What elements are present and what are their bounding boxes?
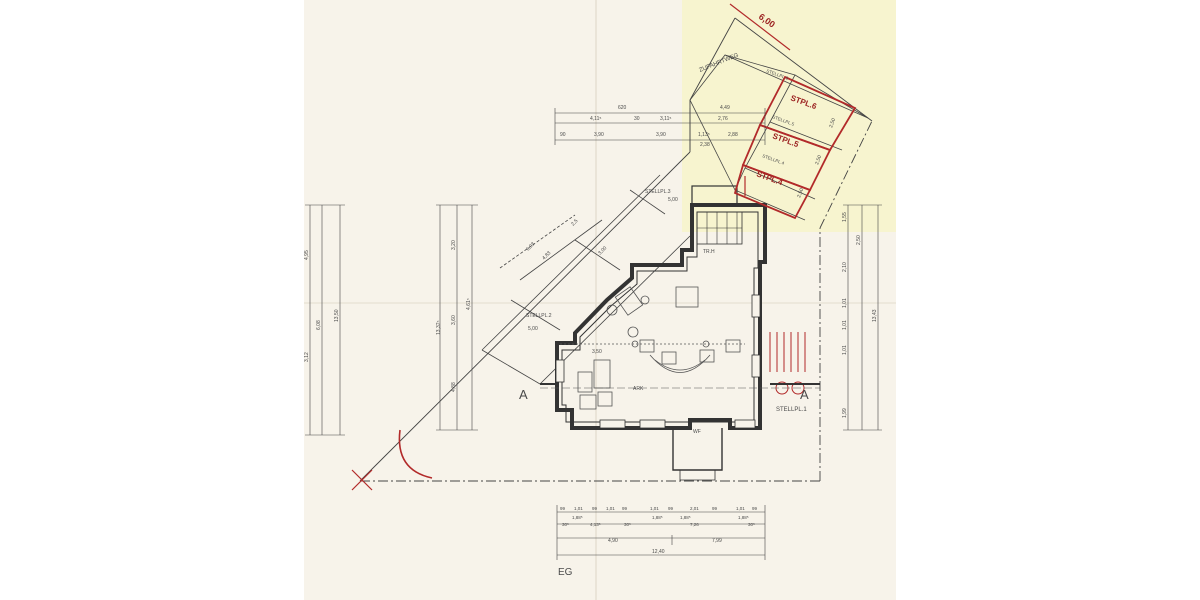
- bottom-dim-r3-5: 30⁵: [748, 522, 755, 527]
- left-dim-outer-1: 4,95: [304, 250, 310, 260]
- building-walls: [555, 185, 767, 481]
- right-dim-4: 1,01: [842, 298, 848, 308]
- top-dim-r2-2: 2,76: [718, 116, 728, 122]
- stellpl-2-label: STELLPL.2: [526, 313, 552, 319]
- bottom-dim-r2-2: 1,88⁵: [652, 515, 663, 520]
- bay-depth-2: 2,50: [814, 154, 823, 165]
- dimension-lines: [305, 108, 882, 560]
- window-openings: [555, 294, 761, 429]
- stellpl-1-label: STELLPL.1: [776, 407, 807, 413]
- bottom-dim-r1-4: 1,01: [606, 506, 615, 511]
- bottom-dim-r1-5: 99: [622, 506, 628, 511]
- bottom-dim-r1-2: 1,01: [574, 506, 583, 511]
- slanted-dim-2: 4,83: [541, 250, 552, 261]
- stellpl-3-label: STELLPL.3: [645, 189, 671, 195]
- right-dim-2: 2,50: [856, 235, 862, 245]
- parking-bays-slanted: [481, 174, 691, 385]
- left-dim-mid-5: 3,60: [451, 315, 457, 325]
- slanted-dim-3: 2,5: [570, 218, 579, 227]
- stellpl-2-length: 5,00: [528, 326, 538, 332]
- top-dim-overall: 620: [618, 105, 627, 111]
- bottom-dim-r3-3: 30⁵: [624, 522, 631, 527]
- room-label-entry: WF: [693, 429, 701, 435]
- bottom-dim-r1-6: 1,01: [650, 506, 659, 511]
- bay-depth-1: 2,50: [828, 117, 837, 128]
- gate-swing-arc: [351, 429, 433, 491]
- top-dim-r3-5: 1,13⁵: [698, 132, 710, 138]
- bottom-dim-r2-3: 1,88⁵: [680, 515, 691, 520]
- stellpl-5-old-label: STELLPL.5: [772, 114, 796, 127]
- room-label-stair: TR.H: [703, 249, 715, 255]
- right-dim-total: 13,43: [872, 309, 878, 322]
- left-dim-mid2-2: 4,61⁵: [466, 298, 472, 310]
- bottom-dim-r4-2: 7,99: [712, 538, 722, 544]
- bottom-dim-r1-8: 2,01: [690, 506, 699, 511]
- top-dim-r3-3: 3,90: [656, 132, 666, 138]
- right-dim-5: 1,01: [842, 320, 848, 330]
- revision-paper-patch: [682, 0, 896, 232]
- top-dim-r3-6: 2,88: [728, 132, 738, 138]
- bottom-dim-r3-2: 4,13⁵: [590, 522, 601, 527]
- top-dim-r1-2: 30: [634, 116, 640, 122]
- bottom-dim-r1-3: 99: [592, 506, 598, 511]
- room-label-main: ARK: [633, 386, 644, 392]
- stellpl-4-old-label: STELLPL.4: [762, 153, 786, 166]
- furniture: [560, 286, 745, 410]
- zufahrt-label: ZUFAHRTWEG: [699, 52, 740, 73]
- bottom-dim-r4-1: 4,90: [608, 538, 618, 544]
- top-dim-r3-2: 3,90: [594, 132, 604, 138]
- right-dim-1: 1,55: [842, 212, 848, 222]
- floor-label: EG: [558, 567, 573, 578]
- section-label-right: A: [800, 387, 809, 402]
- red-downpipe-marks: [769, 332, 806, 395]
- left-dim-mid-7: 4,88: [451, 382, 457, 392]
- bay-depth-3: 2,50: [796, 187, 805, 198]
- top-dim-r1-5: 4,49: [720, 105, 730, 111]
- bottom-dim-r1-9: 99: [712, 506, 718, 511]
- slanted-dim-4: 3,00: [597, 245, 608, 256]
- bottom-dim-r3-4: 7,26: [690, 522, 699, 527]
- bottom-dim-total: 12,40: [652, 549, 665, 555]
- right-dim-6: 1,01: [842, 345, 848, 355]
- parking-bays-top: [689, 54, 869, 221]
- bottom-dim-r1-1: 99: [560, 506, 566, 511]
- stpl-6-label: STPL.6: [789, 93, 818, 111]
- slanted-dim-1: 6,93: [525, 241, 536, 252]
- stellpl-3-length: 5,00: [668, 197, 678, 203]
- left-dim-outer-5: 13,50: [334, 309, 340, 322]
- left-dim-mid2-1: 13,37⁵: [436, 320, 442, 335]
- bottom-dim-r1-10: 1,01: [736, 506, 745, 511]
- bottom-dim-r1-11: 99: [752, 506, 758, 511]
- bottom-dim-r3-1: 30⁵: [562, 522, 569, 527]
- left-dim-outer-2: 6,08: [316, 320, 322, 330]
- top-dim-r1-3: 3,11⁵: [660, 116, 671, 122]
- left-dim-mid-3: 3,20: [451, 240, 457, 250]
- right-dim-7: 1,99: [842, 408, 848, 418]
- stpl-4-label: STPL.4: [755, 169, 784, 187]
- top-dim-r4-1: 2,38: [700, 142, 710, 148]
- top-dim-r3-1: 90: [560, 132, 566, 138]
- bottom-dim-r2-4: 1,88⁵: [738, 515, 749, 520]
- parking-bays-red-revision: [729, 3, 857, 220]
- section-line-a-a: [540, 383, 820, 389]
- bottom-dim-r1-7: 99: [668, 506, 674, 511]
- room-width-dim: 3,50: [592, 349, 602, 355]
- left-dim-outer-3: 3,12: [304, 352, 310, 362]
- right-dim-3: 2,10: [842, 262, 848, 272]
- top-dim-r1-1: 4,11⁵: [590, 116, 601, 122]
- bottom-dim-r2-1: 1,88⁵: [572, 515, 583, 520]
- section-label-left: A: [519, 387, 528, 402]
